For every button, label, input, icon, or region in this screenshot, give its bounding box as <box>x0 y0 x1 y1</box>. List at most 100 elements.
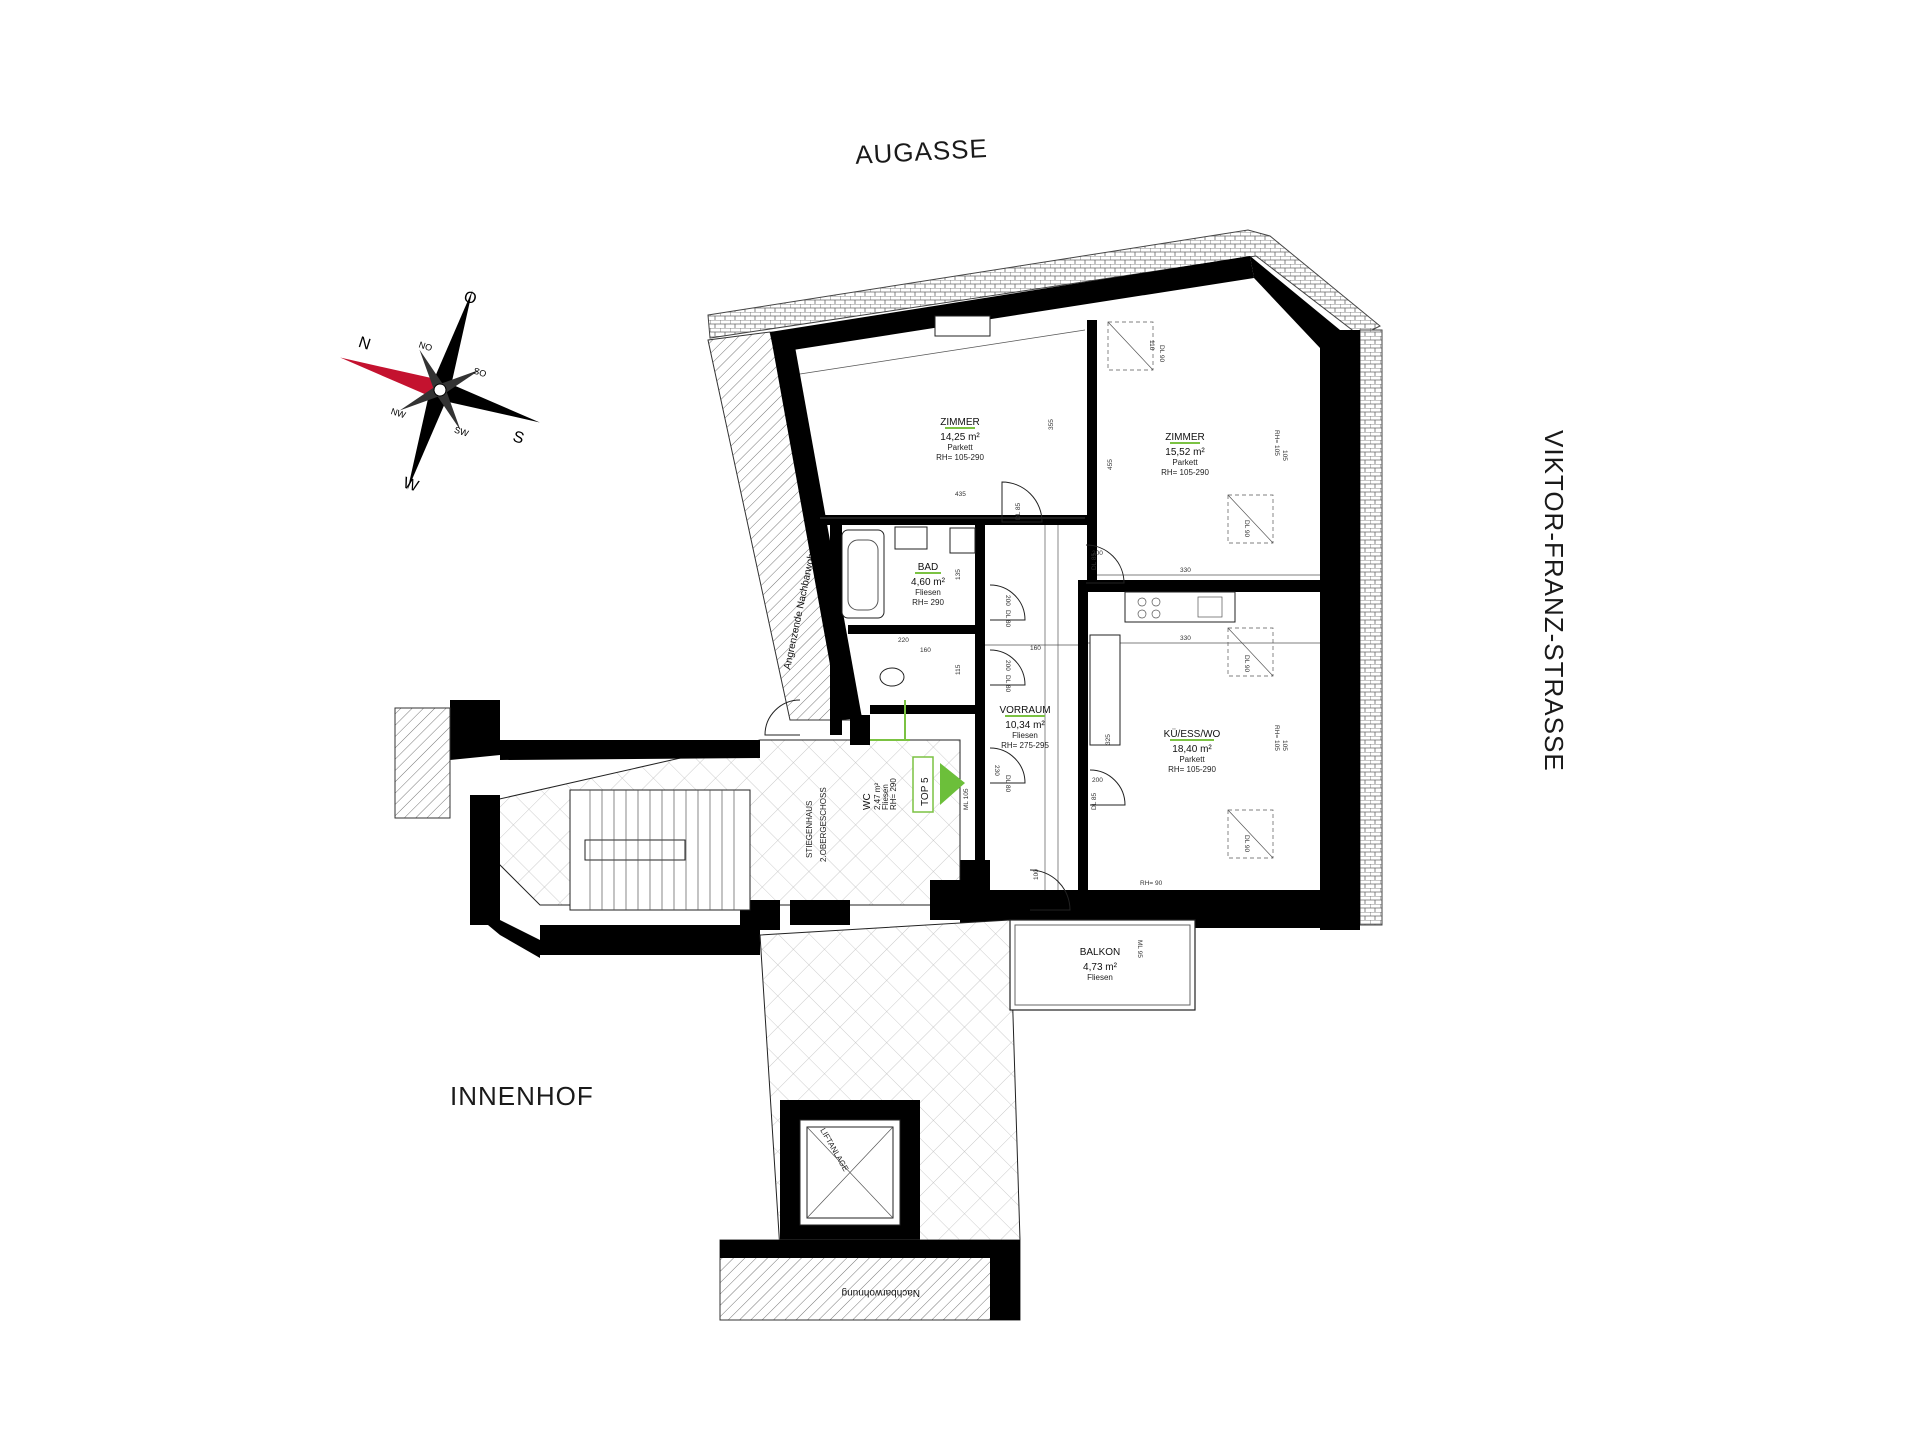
svg-text:VORRAUM: VORRAUM <box>999 705 1050 716</box>
stair-name: STIEGENHAUS <box>805 801 814 858</box>
svg-text:Fliesen: Fliesen <box>915 588 941 597</box>
compass-no: NO <box>418 340 434 354</box>
room-bad: BAD 4,60 m² Fliesen RH= 290 <box>911 562 946 607</box>
svg-text:Parkett: Parkett <box>1172 458 1198 467</box>
svg-text:ZIMMER: ZIMMER <box>940 417 979 428</box>
svg-text:4,73 m²: 4,73 m² <box>1083 962 1118 973</box>
compass-n: N <box>356 334 372 354</box>
svg-text:330: 330 <box>1180 635 1191 642</box>
svg-text:100: 100 <box>1033 869 1040 880</box>
svg-text:Parkett: Parkett <box>1179 755 1205 764</box>
balcony <box>1009 919 1196 1011</box>
bathtub <box>841 529 885 619</box>
svg-text:15,52 m²: 15,52 m² <box>1165 447 1205 458</box>
svg-text:ML 95: ML 95 <box>1136 940 1143 958</box>
dimension-labels: 435 330 330 220 160 160 RH= 90 DL 80 DL … <box>898 340 1288 958</box>
svg-text:BAD: BAD <box>918 562 939 573</box>
svg-text:DL 85: DL 85 <box>1015 503 1022 520</box>
svg-text:10,34 m²: 10,34 m² <box>1005 720 1045 731</box>
svg-text:Parkett: Parkett <box>947 443 973 452</box>
room-zimmer1: ZIMMER 14,25 m² Parkett RH= 105-290 <box>936 417 984 462</box>
svg-text:RH= 105-290: RH= 105-290 <box>1161 468 1209 477</box>
svg-text:RH= 290: RH= 290 <box>889 778 898 810</box>
room-vorraum: VORRAUM 10,34 m² Fliesen RH= 275-295 <box>999 705 1050 750</box>
svg-text:230: 230 <box>993 765 1000 776</box>
svg-text:WC: WC <box>862 793 873 810</box>
facade-brick-east <box>1359 329 1383 926</box>
svg-text:RH= 105-290: RH= 105-290 <box>936 453 984 462</box>
svg-text:105: 105 <box>1281 740 1288 751</box>
svg-text:RH= 105-290: RH= 105-290 <box>1168 765 1216 774</box>
unit-label-box <box>912 756 934 813</box>
svg-text:200: 200 <box>1092 550 1103 557</box>
svg-text:2,47 m²: 2,47 m² <box>873 783 882 810</box>
svg-text:160: 160 <box>920 647 931 654</box>
window-zimmer1 <box>934 315 991 337</box>
compass-o: O <box>461 288 478 308</box>
street-viktor-franz-strasse: VIKTOR-FRANZ-STRASSE <box>1539 430 1569 772</box>
svg-text:DL 90: DL 90 <box>1243 835 1250 852</box>
svg-text:RH= 105: RH= 105 <box>1273 725 1280 751</box>
svg-text:DL 90: DL 90 <box>1158 345 1165 362</box>
svg-text:KÜ/ESS/WO: KÜ/ESS/WO <box>1164 728 1221 740</box>
svg-text:ZIMMER: ZIMMER <box>1165 432 1204 443</box>
svg-text:RH= 105: RH= 105 <box>1273 430 1280 456</box>
svg-text:DL 85: DL 85 <box>1091 793 1098 810</box>
svg-text:330: 330 <box>1180 567 1191 574</box>
compass-s: S <box>511 428 526 447</box>
svg-text:4,60 m²: 4,60 m² <box>911 577 946 588</box>
svg-text:355: 355 <box>1048 419 1055 430</box>
svg-text:ML 105: ML 105 <box>963 788 970 810</box>
wc-toilet <box>879 667 905 687</box>
kitchen-counter <box>1124 591 1236 623</box>
svg-text:135: 135 <box>955 569 962 580</box>
svg-text:435: 435 <box>955 491 966 498</box>
svg-text:DL 80: DL 80 <box>1004 775 1011 792</box>
neighbor-bottom-label: Nachbarwohnung <box>842 1287 920 1298</box>
svg-text:DL 80: DL 80 <box>1004 675 1011 692</box>
room-wc: WC 2,47 m² Fliesen RH= 290 <box>862 778 898 810</box>
street-augasse: AUGASSE <box>854 133 988 170</box>
compass-nw: NW <box>390 406 408 420</box>
compass-w: W <box>401 475 421 496</box>
svg-text:110: 110 <box>1148 340 1155 351</box>
svg-text:105: 105 <box>1281 450 1288 461</box>
svg-text:160: 160 <box>1030 645 1041 652</box>
courtyard-label: INNENHOF <box>450 1081 594 1111</box>
svg-text:RH= 275-295: RH= 275-295 <box>1001 741 1049 750</box>
svg-text:200: 200 <box>1004 660 1011 671</box>
entrance-triangle <box>940 763 965 805</box>
svg-text:Fliesen: Fliesen <box>1012 731 1038 740</box>
room-balkon: BALKON 4,73 m² Fliesen <box>1080 947 1121 982</box>
svg-text:325: 325 <box>1105 734 1112 745</box>
compass-sw: SW <box>453 425 470 439</box>
room-kue: KÜ/ESS/WO 18,40 m² Parkett RH= 105-290 <box>1164 728 1221 774</box>
shower-box <box>949 527 976 554</box>
svg-text:220: 220 <box>898 637 909 644</box>
svg-text:RH= 90: RH= 90 <box>1140 880 1163 887</box>
svg-text:DL 85: DL 85 <box>1091 553 1098 570</box>
svg-text:Fliesen: Fliesen <box>1087 973 1113 982</box>
stairwell <box>394 700 990 958</box>
svg-text:14,25 m²: 14,25 m² <box>940 432 980 443</box>
svg-text:115: 115 <box>955 664 962 675</box>
stair-landing <box>584 839 686 861</box>
svg-text:455: 455 <box>1107 459 1114 470</box>
compass-rose: N O S W NO SO SW NW <box>340 288 540 496</box>
svg-text:DL 90: DL 90 <box>1243 520 1250 537</box>
kitchen-side-counter <box>1089 634 1121 746</box>
svg-text:DL 80: DL 80 <box>1004 610 1011 627</box>
svg-text:18,40 m²: 18,40 m² <box>1172 744 1212 755</box>
svg-text:200: 200 <box>1092 777 1103 784</box>
bath-sink <box>894 526 928 550</box>
room-zimmer2: ZIMMER 15,52 m² Parkett RH= 105-290 <box>1161 432 1209 477</box>
svg-text:RH= 290: RH= 290 <box>912 598 944 607</box>
svg-text:200: 200 <box>1004 595 1011 606</box>
svg-text:DL 90: DL 90 <box>1243 655 1250 672</box>
compass-so: SO <box>472 366 487 380</box>
svg-text:BALKON: BALKON <box>1080 947 1121 958</box>
unit-label: TOP 5 <box>920 777 931 806</box>
lift-shaft <box>780 1100 920 1245</box>
svg-text:Fliesen: Fliesen <box>881 784 890 810</box>
